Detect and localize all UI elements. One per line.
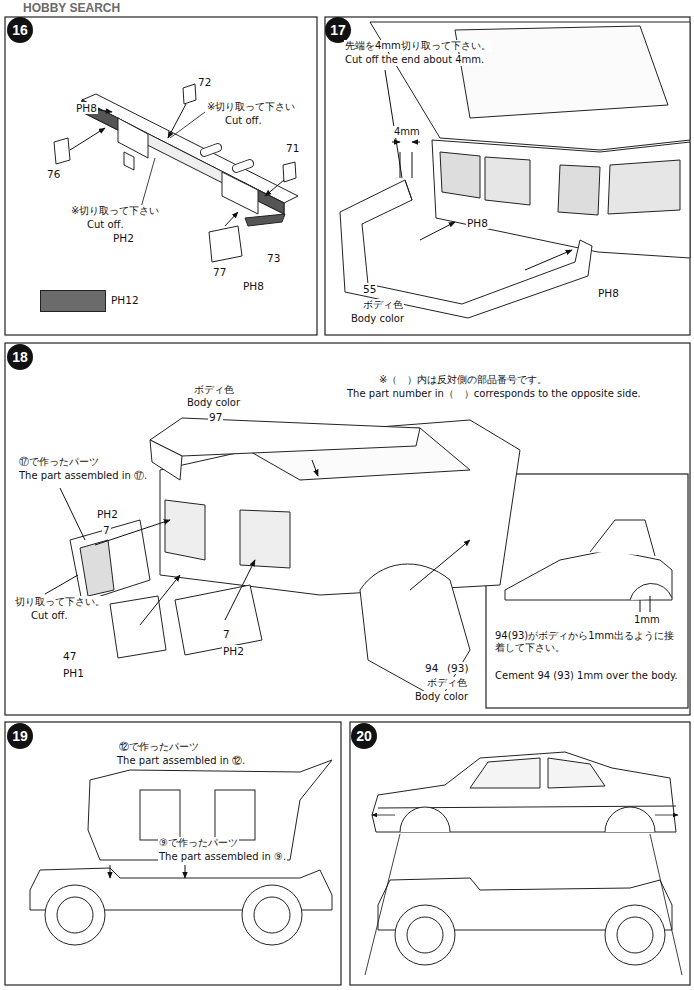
panel-frame <box>325 17 690 335</box>
part-label: Body color <box>350 313 405 325</box>
part-label: 94 <box>424 662 439 674</box>
part-label: PH8 <box>75 102 98 114</box>
part-label: Cut off the end about 4mm. <box>344 54 485 66</box>
step-number: 20 <box>351 723 377 749</box>
part-label: The part number in（ ）corresponds to the … <box>346 388 642 400</box>
part-label: ⑫で作ったパーツ <box>118 741 200 753</box>
part-label: 72 <box>197 76 212 88</box>
step-number-text: 20 <box>356 728 372 744</box>
part-label: 94(93)がボディから1mm出るように接着して下さい。 <box>494 630 684 653</box>
part-label: ⑰で作ったパーツ <box>18 456 100 468</box>
part-label: PH8 <box>597 287 620 299</box>
part-label: 切り取って下さい。 <box>14 596 106 608</box>
step-number-text: 18 <box>12 349 28 365</box>
part-label: ⑨で作ったパーツ <box>158 837 239 849</box>
panel-frame <box>5 722 341 985</box>
part-label: The part assembled in ⑫. <box>116 755 246 767</box>
part-label: 47 <box>62 650 77 662</box>
part-label: Cut off. <box>30 610 69 622</box>
part-label: ボディ色 <box>193 384 235 396</box>
part-label: 97 <box>208 411 223 423</box>
part-label: (93) <box>446 662 470 674</box>
step-number: 19 <box>7 723 33 749</box>
step-number: 18 <box>7 344 33 370</box>
part-label: 先端を4mm切り取って下さい。 <box>344 40 492 52</box>
part-label: Cut off. <box>86 219 125 231</box>
part-label: The part assembled in ⑨. <box>158 851 287 863</box>
part-label: 77 <box>212 266 227 278</box>
part-label: Cement 94 (93) 1mm over the body. <box>494 670 684 682</box>
part-label: ボディ色 <box>426 677 468 689</box>
legend-text: PH12 <box>110 294 140 306</box>
watermark: HOBBY SEARCH <box>22 2 121 16</box>
panel-frame <box>5 343 690 715</box>
step-number: 16 <box>7 17 33 43</box>
part-label: 71 <box>285 142 300 154</box>
part-label: ※切り取って下さい <box>206 101 296 113</box>
part-label: ボディ色 <box>362 299 404 311</box>
part-label: 4mm <box>393 126 421 138</box>
step-number-text: 16 <box>12 22 28 38</box>
part-label: 73 <box>266 252 281 264</box>
part-label: PH1 <box>62 667 85 679</box>
part-label: PH8 <box>466 217 489 229</box>
part-label: 1mm <box>633 614 661 626</box>
part-label: 76 <box>46 168 61 180</box>
part-label: Body color <box>414 691 469 703</box>
part-label: PH2 <box>222 645 245 657</box>
color-swatch <box>40 290 106 312</box>
part-label: PH8 <box>242 280 265 292</box>
part-label: The part assembled in ⑰. <box>18 470 148 482</box>
part-label: Cut off. <box>224 115 263 127</box>
part-label: ※（ ）内は反対側の部品番号です。 <box>378 374 548 386</box>
step-number-text: 19 <box>12 728 28 744</box>
step-number-text: 17 <box>330 22 346 38</box>
part-label: PH2 <box>112 232 135 244</box>
part-label: ※切り取って下さい <box>70 205 160 217</box>
inset-frame <box>486 474 688 708</box>
part-label: 55 <box>362 283 377 295</box>
panel-frame <box>5 17 317 335</box>
part-label: Body color <box>186 397 241 409</box>
part-label: 7 <box>102 524 111 536</box>
panel-frame <box>350 722 690 985</box>
part-label: PH2 <box>96 508 119 520</box>
part-label: 7 <box>222 628 231 640</box>
